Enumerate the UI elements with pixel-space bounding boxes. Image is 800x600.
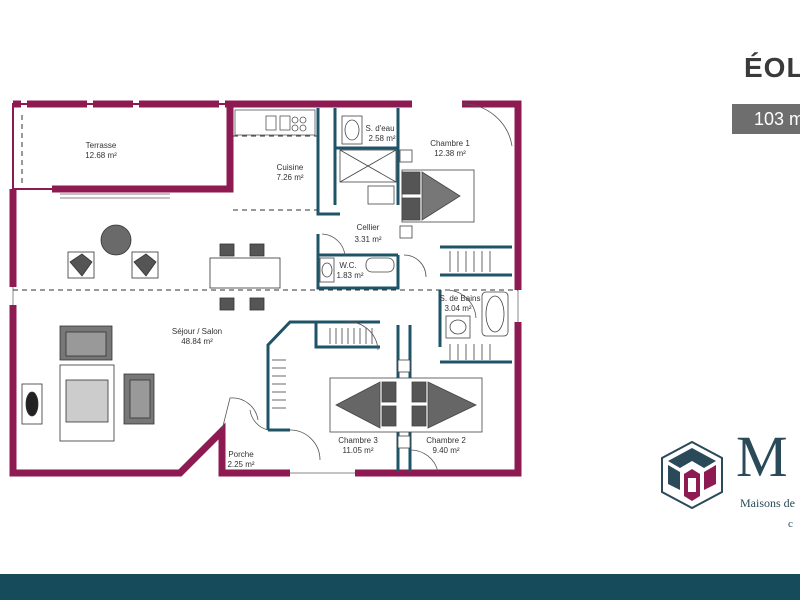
cube-logo-icon: [661, 440, 723, 510]
label-wc-area: 1.83 m²: [336, 271, 363, 280]
label-terrasse-name: Terrasse: [86, 141, 117, 150]
logo-letter: M: [736, 436, 788, 489]
brand-logo: M Maisons de c: [660, 436, 800, 536]
exterior-walls: [9, 100, 522, 477]
label-chambre3-area: 11.05 m²: [343, 446, 374, 455]
label-chambre3-name: Chambre 3: [338, 436, 378, 445]
label-chambre1-name: Chambre 1: [430, 139, 470, 148]
label-cellier-name: Cellier: [357, 223, 380, 232]
label-sejour-name: Séjour / Salon: [172, 327, 222, 336]
logo-extra-text: c: [788, 518, 793, 530]
door-swings: [221, 103, 513, 473]
closet-hatching: [272, 251, 491, 409]
dashed-lines: [13, 115, 518, 291]
label-sdbains-name: S. de Bains: [440, 294, 481, 303]
label-porche-area: 2.25 m²: [227, 460, 254, 469]
label-chambre2-name: Chambre 2: [426, 436, 466, 445]
kitchen-fixtures: [234, 109, 316, 136]
footer-bar: [0, 574, 800, 600]
label-wc-name: W.C.: [339, 261, 356, 270]
label-sdeau-area: 2.58 m²: [368, 134, 395, 143]
model-title: ÉOL: [744, 52, 800, 83]
area-badge: 103 m: [732, 104, 800, 134]
label-sdeau-name: S. d'eau: [365, 124, 394, 133]
bedroom-furniture: [329, 149, 483, 449]
label-chambre2-area: 9.40 m²: [432, 446, 459, 455]
label-porche-name: Porche: [228, 450, 254, 459]
terrasse-outline: [12, 103, 231, 190]
label-sdbains-area: 3.04 m²: [444, 304, 471, 313]
label-cellier-area: 3.31 m²: [354, 235, 381, 244]
bathroom-fixtures: [319, 115, 509, 339]
label-cuisine-name: Cuisine: [277, 163, 304, 172]
label-chambre1-area: 12.38 m²: [434, 149, 466, 158]
label-cuisine-area: 7.26 m²: [276, 173, 303, 182]
living-furniture: [21, 224, 281, 442]
label-terrasse-area: 12.68 m²: [85, 151, 117, 160]
label-sejour-area: 48.84 m²: [181, 337, 213, 346]
room-labels: Terrasse 12.68 m² Cuisine 7.26 m² S. d'e…: [85, 124, 480, 469]
logo-tagline: Maisons de: [740, 496, 795, 510]
